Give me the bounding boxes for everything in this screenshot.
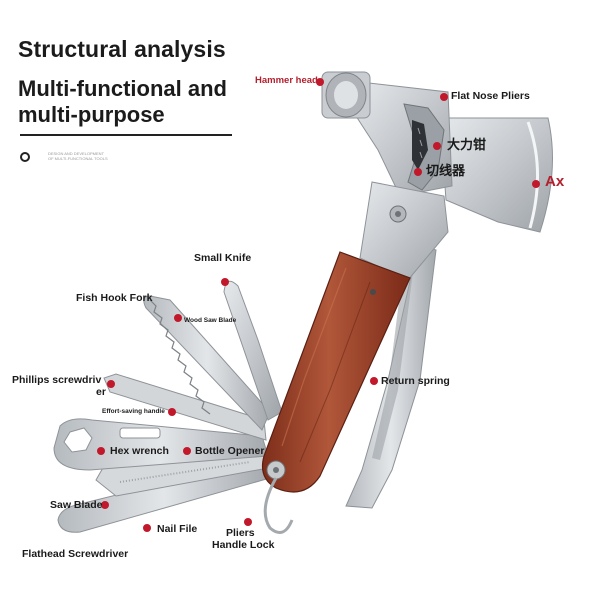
pliers-label-line-1: Pliers: [226, 527, 255, 539]
effort-saving-handle-label: Effort-saving handle: [102, 408, 165, 415]
ring-icon: [20, 152, 30, 162]
flathead-screwdriver-label: Flathead Screwdriver: [22, 548, 129, 560]
bottle-opener-dot: [183, 447, 191, 455]
handle-lock-label-line-2: Handle Lock: [212, 539, 275, 551]
saw-blade-dot: [101, 501, 109, 509]
hammer-head-dot: [316, 78, 324, 86]
wire-cutter-dot: [414, 168, 422, 176]
hex-wrench-dot: [97, 447, 105, 455]
hex-wrench-label: Hex wrench: [110, 445, 169, 457]
small-knife-dot: [221, 278, 229, 286]
big-pliers-dot: [433, 142, 441, 150]
fish-hook-fork-label: Fish Hook Fork: [76, 292, 153, 304]
ax-dot: [532, 180, 540, 188]
nail-file-dot: [143, 524, 151, 532]
nail-file-label: Nail File: [157, 523, 198, 535]
hammer-head-label: Hammer head: [255, 75, 318, 86]
handle-lock-dot: [244, 518, 252, 526]
wire-cutter-label: 切线器: [426, 163, 466, 178]
ax-label: Ax: [545, 173, 565, 190]
bottle-opener-label: Bottle Opener: [195, 445, 265, 457]
subtitle-line-1: Multi-functional and: [18, 76, 227, 101]
saw-blade-label: Saw Blade: [50, 499, 103, 511]
effort-saving-dot: [168, 408, 176, 416]
flat-nose-pliers-dot: [440, 93, 448, 101]
wood-saw-blade-label: Wood Saw Blade: [184, 317, 237, 324]
hex-wrench-blade: [53, 418, 269, 471]
pivot-ring: [263, 460, 294, 534]
wood-handle: [261, 251, 411, 493]
phillips-label-line-2: er: [96, 386, 106, 398]
axe-head: [439, 117, 553, 233]
small-knife-blade: [223, 280, 283, 421]
subtitle-line-2: multi-purpose: [18, 102, 165, 127]
upper-frame: [359, 181, 449, 281]
phillips-dot: [107, 380, 115, 388]
return-spring-dot: [370, 377, 378, 385]
title-divider: [20, 134, 232, 136]
fine-print: DESIGN AND DEVELOPMENT OF MULTI-FUNCTION…: [48, 151, 108, 161]
flat-nose-pliers-label: Flat Nose Pliers: [451, 90, 530, 102]
phillips-label-line-1: Phillips screwdriv: [12, 374, 102, 386]
wood-saw-blade: [143, 295, 271, 431]
small-knife-label: Small Knife: [194, 252, 252, 264]
return-spring-label: Return spring: [381, 375, 450, 387]
page-title: Structural analysis: [18, 36, 226, 62]
big-pliers-label: 大力钳: [447, 137, 487, 152]
wood-saw-blade-dot: [174, 314, 182, 322]
plier-handle-right: [345, 244, 437, 509]
